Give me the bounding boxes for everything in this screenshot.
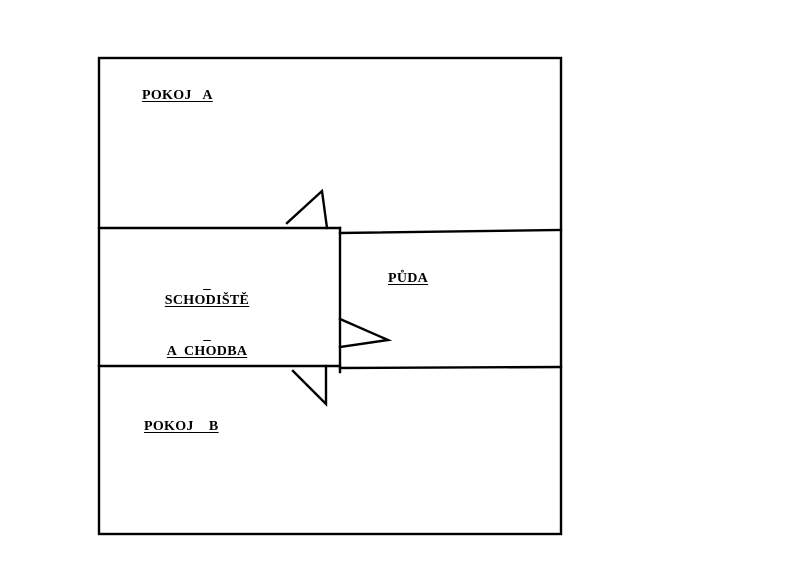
- room-b-label: POKOJ B: [144, 419, 219, 434]
- attic-label: PŮDA: [388, 271, 429, 286]
- door-attic-icon: [338, 317, 393, 349]
- room-a-label: POKOJ A: [142, 88, 213, 103]
- door-room-b-icon: [291, 364, 328, 407]
- attic-bottom-wall: [338, 365, 563, 370]
- stairs-label-line2: A CHODBA: [166, 344, 248, 359]
- door-room-a-icon: [285, 188, 329, 230]
- outer-wall: [97, 56, 563, 536]
- attic-top-wall: [338, 228, 563, 235]
- stairs-corridor-label: SCHODIŠTĚ A CHODBA: [148, 258, 266, 377]
- stairs-label-line1: SCHODIŠTĚ: [164, 293, 250, 308]
